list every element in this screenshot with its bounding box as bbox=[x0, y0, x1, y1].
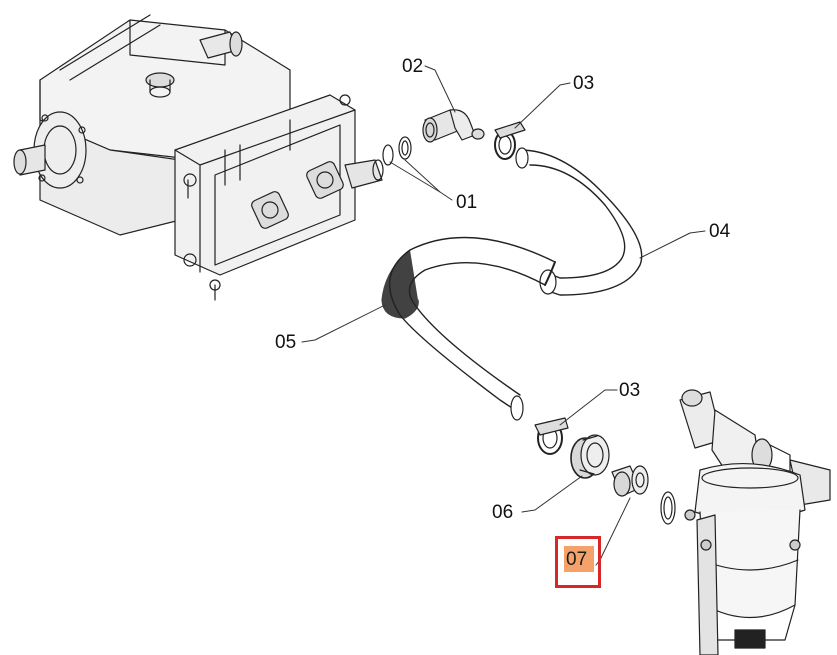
callout-label-03-bottom: 03 bbox=[619, 380, 641, 401]
filter-o-ring bbox=[660, 491, 676, 525]
hose-part-04 bbox=[515, 147, 643, 296]
callout-label-04: 04 bbox=[709, 221, 731, 242]
highlight-box-07 bbox=[555, 536, 601, 588]
callout-label-05: 05 bbox=[275, 332, 297, 353]
callout-label-06: 06 bbox=[492, 502, 514, 523]
callout-label-02: 02 bbox=[402, 56, 424, 77]
leader-05 bbox=[301, 304, 386, 343]
o-rings-part-01 bbox=[382, 136, 412, 166]
ring-nut-part-06 bbox=[570, 434, 610, 479]
hose-part-05 bbox=[381, 236, 556, 421]
fitting-part-07 bbox=[611, 465, 649, 497]
leader-07 bbox=[595, 497, 631, 566]
leader-03-top bbox=[514, 82, 571, 129]
pump-assembly bbox=[13, 14, 384, 301]
leader-01b bbox=[389, 161, 441, 193]
leader-04 bbox=[639, 230, 706, 259]
leader-06 bbox=[521, 475, 583, 513]
callout-label-07: 07 bbox=[566, 549, 588, 570]
highlight-fill-07 bbox=[564, 546, 594, 572]
callout-label-01: 01 bbox=[456, 192, 478, 213]
leader-03-bottom bbox=[559, 389, 618, 426]
leader-01 bbox=[404, 159, 453, 201]
hose-clamp-part-03-bottom bbox=[534, 417, 569, 455]
water-filter-assembly bbox=[679, 389, 831, 655]
callout-leaders bbox=[301, 65, 706, 566]
leader-02 bbox=[424, 65, 456, 113]
elbow-fitting-part-02 bbox=[422, 109, 485, 143]
callout-label-03-top: 03 bbox=[573, 73, 595, 94]
